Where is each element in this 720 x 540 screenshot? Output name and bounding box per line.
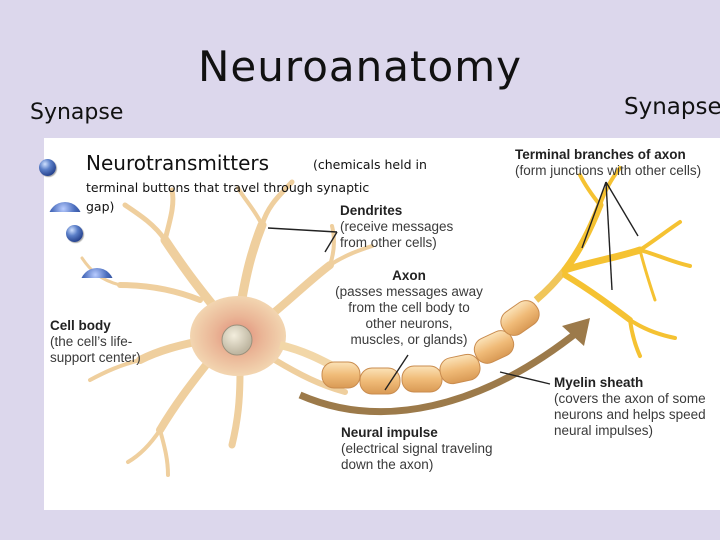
bullet-icon — [48, 202, 82, 212]
synapse-label-right: Synapse — [624, 94, 720, 120]
slide-title: Neuroanatomy — [198, 42, 522, 91]
bullet-icon — [66, 225, 83, 242]
myelin-sheath-segments — [279, 267, 568, 395]
neurotransmitters-desc-1: (chemicals held in — [313, 157, 427, 172]
bullet-icon — [39, 159, 56, 176]
neurotransmitters-heading: Neurotransmitters — [86, 151, 270, 175]
label-terminal-branches: Terminal branches of axon (form junction… — [515, 147, 702, 178]
bullet-icon — [80, 268, 114, 278]
pointer-lines — [267, 181, 639, 391]
neuron-illustration — [80, 166, 692, 477]
label-axon: Axon (passes messages away from the cell… — [335, 268, 483, 347]
label-myelin-sheath: Myelin sheath (covers the axon of some n… — [554, 375, 706, 438]
label-neural-impulse: Neural impulse (electrical signal travel… — [341, 425, 493, 472]
label-cell-body: Cell body (the cell’s life- support cent… — [50, 318, 141, 365]
label-dendrites: Dendrites (receive messages from other c… — [340, 203, 454, 250]
dendrites — [80, 179, 374, 477]
neurotransmitters-desc-2: terminal buttons that travel through syn… — [86, 180, 370, 195]
impulse-arrow — [298, 327, 583, 415]
neurotransmitters-desc-3: gap) — [86, 199, 115, 214]
nucleus-shape — [221, 324, 253, 356]
synapse-label-left: Synapse — [30, 100, 124, 125]
terminal-branches — [561, 166, 692, 358]
neuron-diagram-panel: Terminal branches of axon (form junction… — [44, 138, 720, 510]
